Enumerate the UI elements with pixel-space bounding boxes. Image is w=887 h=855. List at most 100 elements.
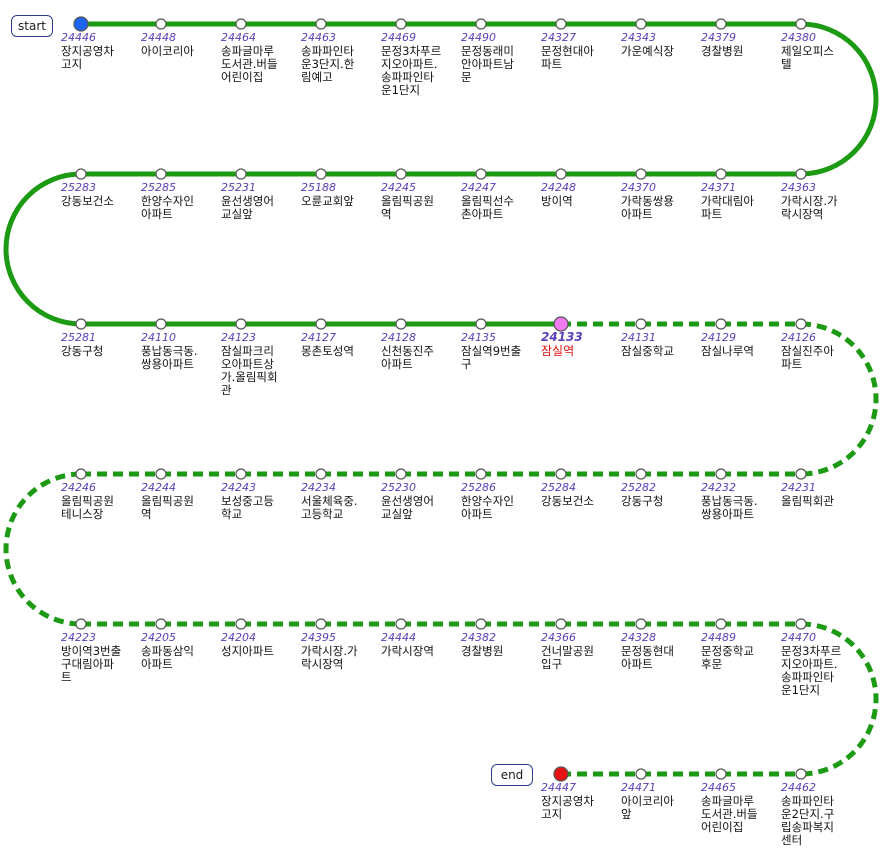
stop-marker[interactable] <box>715 768 727 780</box>
stop-marker[interactable] <box>715 318 727 330</box>
stop-marker[interactable] <box>555 468 567 480</box>
stop-marker[interactable] <box>475 18 487 30</box>
stop-marker[interactable] <box>635 468 647 480</box>
stop-marker[interactable] <box>315 318 327 330</box>
stop-marker[interactable] <box>395 18 407 30</box>
stop-marker[interactable] <box>315 468 327 480</box>
stop-marker[interactable] <box>155 618 167 630</box>
stop-marker[interactable] <box>235 18 247 30</box>
stop-marker[interactable] <box>395 168 407 180</box>
stop-marker[interactable] <box>555 18 567 30</box>
stop-marker[interactable] <box>235 618 247 630</box>
stop-marker[interactable] <box>155 18 167 30</box>
stop-marker[interactable] <box>395 318 407 330</box>
stop-marker[interactable] <box>75 468 87 480</box>
stop-marker[interactable] <box>475 618 487 630</box>
stop-marker[interactable] <box>795 768 807 780</box>
stop-marker[interactable] <box>75 318 87 330</box>
stop-marker[interactable] <box>235 168 247 180</box>
stop-marker[interactable] <box>715 18 727 30</box>
stop-marker[interactable] <box>155 168 167 180</box>
end-stop-marker[interactable] <box>553 766 569 782</box>
stop-marker[interactable] <box>475 168 487 180</box>
stop-marker[interactable] <box>635 168 647 180</box>
stop-marker[interactable] <box>75 168 87 180</box>
stop-marker[interactable] <box>635 318 647 330</box>
stop-marker[interactable] <box>795 318 807 330</box>
stop-marker[interactable] <box>635 768 647 780</box>
stop-marker[interactable] <box>795 618 807 630</box>
stop-marker[interactable] <box>395 468 407 480</box>
stop-marker[interactable] <box>795 168 807 180</box>
stop-marker[interactable] <box>715 168 727 180</box>
stop-marker[interactable] <box>555 618 567 630</box>
stop-marker[interactable] <box>715 468 727 480</box>
stop-marker[interactable] <box>315 168 327 180</box>
stop-marker[interactable] <box>155 318 167 330</box>
current-stop-marker[interactable] <box>553 316 569 332</box>
start-stop-marker[interactable] <box>73 16 89 32</box>
stop-marker[interactable] <box>235 318 247 330</box>
stop-marker[interactable] <box>635 618 647 630</box>
stop-marker[interactable] <box>155 468 167 480</box>
stop-marker[interactable] <box>795 18 807 30</box>
stop-marker[interactable] <box>795 468 807 480</box>
stop-marker[interactable] <box>315 18 327 30</box>
stop-marker[interactable] <box>475 318 487 330</box>
stop-marker[interactable] <box>555 168 567 180</box>
stop-marker[interactable] <box>635 18 647 30</box>
stop-marker[interactable] <box>475 468 487 480</box>
stop-marker[interactable] <box>715 618 727 630</box>
